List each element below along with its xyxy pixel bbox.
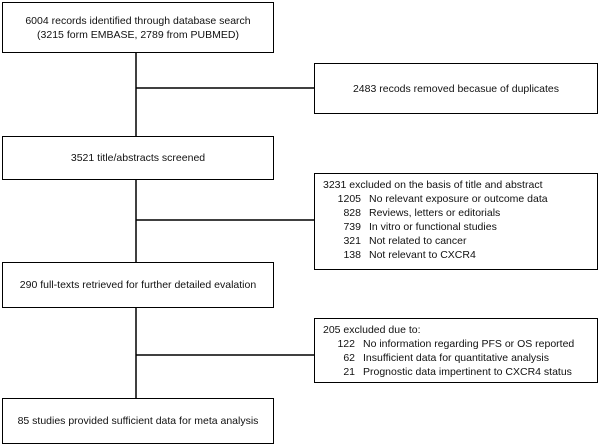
duplicates-removed-box: 2483 recods removed becasue of duplicate… bbox=[314, 63, 598, 114]
studies-included-box: 85 studies provided sufficient data for … bbox=[2, 398, 274, 444]
screened-box: 3521 title/abstracts screened bbox=[2, 136, 274, 180]
excluded-item-reason: No information regarding PFS or OS repor… bbox=[363, 338, 575, 350]
excluded-item-reason: Not relevant to CXCR4 bbox=[369, 249, 476, 261]
excluded-item-count: 62 bbox=[343, 352, 355, 364]
excluded-item: 739 In vitro or functional studies bbox=[323, 220, 597, 234]
excluded-item-reason: Not related to cancer bbox=[369, 235, 467, 247]
excluded-item: 138 Not relevant to CXCR4 bbox=[323, 248, 597, 262]
excluded-item: 21 Prognostic data impertinent to CXCR4 … bbox=[323, 365, 597, 379]
excluded-item-reason: Prognostic data impertinent to CXCR4 sta… bbox=[363, 366, 572, 378]
records-identified-box: 6004 records identified through database… bbox=[2, 2, 274, 53]
screened-text: 3521 title/abstracts screened bbox=[70, 152, 206, 164]
fulltexts-retrieved-text: 290 full-texts retrieved for further det… bbox=[19, 279, 257, 291]
excluded-item: 1205 No relevant exposure or outcome dat… bbox=[323, 192, 597, 206]
records-identified-line1: 6004 records identified through database… bbox=[25, 14, 251, 27]
excluded-item-reason: Reviews, letters or editorials bbox=[369, 207, 501, 219]
excluded-item-reason: Insufficient data for quantitative analy… bbox=[363, 352, 550, 364]
excluded-item-count: 122 bbox=[337, 338, 355, 350]
excluded-item: 321 Not related to cancer bbox=[323, 234, 597, 248]
duplicates-removed-text: 2483 recods removed becasue of duplicate… bbox=[352, 82, 560, 95]
excluded-item-count: 828 bbox=[343, 207, 361, 219]
excluded-title-abstract-box: 3231 excluded on the basis of title and … bbox=[314, 173, 598, 270]
excluded-item: 122 No information regarding PFS or OS r… bbox=[323, 337, 597, 351]
excluded-fulltext-heading: 205 excluded due to: bbox=[323, 324, 421, 336]
excluded-item: 62 Insufficient data for quantitative an… bbox=[323, 351, 597, 365]
fulltexts-retrieved-box: 290 full-texts retrieved for further det… bbox=[2, 262, 274, 308]
excluded-item-count: 321 bbox=[343, 235, 361, 247]
records-identified-line2: (3215 form EMBASE, 2789 from PUBMED) bbox=[37, 28, 239, 41]
excluded-item-count: 21 bbox=[343, 366, 355, 378]
excluded-item-reason: No relevant exposure or outcome data bbox=[369, 193, 548, 205]
excluded-item-reason: In vitro or functional studies bbox=[369, 221, 497, 233]
excluded-title-abstract-heading: 3231 excluded on the basis of title and … bbox=[323, 179, 543, 191]
excluded-item-count: 739 bbox=[343, 221, 361, 233]
excluded-item: 828 Reviews, letters or editorials bbox=[323, 206, 597, 220]
studies-included-text: 85 studies provided sufficient data for … bbox=[17, 415, 259, 427]
excluded-item-count: 1205 bbox=[337, 193, 361, 205]
excluded-fulltext-box: 205 excluded due to: 122 No information … bbox=[314, 318, 598, 383]
excluded-item-count: 138 bbox=[343, 249, 361, 261]
